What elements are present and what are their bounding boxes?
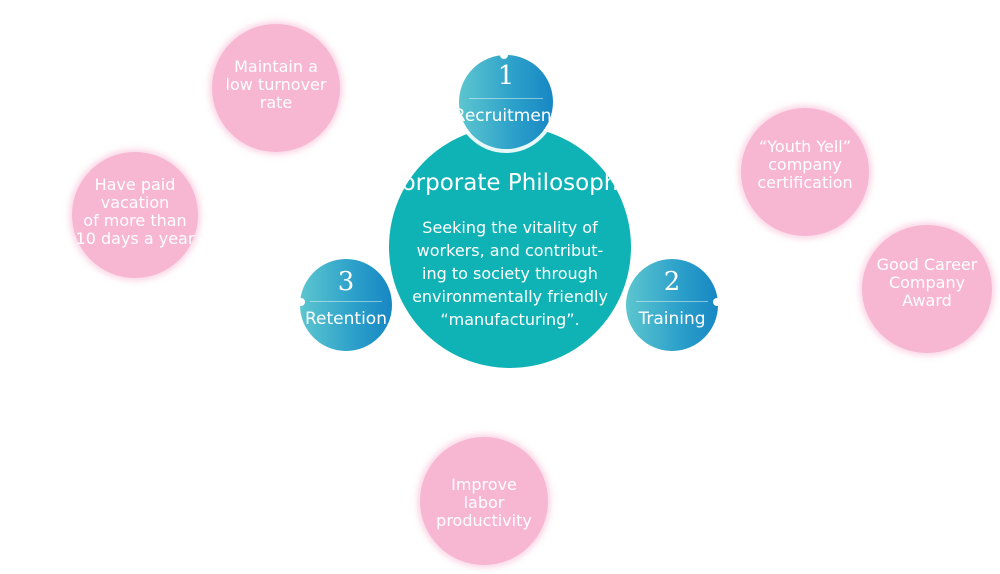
step-recruitment-label: Recruitment [453,106,559,126]
step-retention: 3 Retention [300,259,392,351]
goal-good-career: Good Career Company Award [862,225,992,353]
step-retention-number: 3 [337,267,355,297]
goal-youth-yell-text: “Youth Yell” company certification [757,137,853,192]
goal-youth-yell: “Youth Yell” company certification [741,108,869,236]
goal-labor-productivity-text: Improve labor productivity [436,475,532,530]
goal-paid-vacation: Have paid vacation of more than 10 days … [72,152,198,278]
corporate-philosophy-title: orporate Philosoph [401,170,619,196]
step-training: 2 Training [626,259,718,351]
step-training-number: 2 [663,267,681,297]
goal-low-turnover: Maintain a low turnover rate [212,24,340,152]
step-divider [469,98,543,99]
goal-low-turnover-text: Maintain a low turnover rate [225,57,327,112]
step-divider [636,301,708,302]
step-recruitment-number: 1 [497,61,515,91]
connector-dot [713,298,721,306]
goal-paid-vacation-text: Have paid vacation of more than 10 days … [75,175,195,248]
step-training-label: Training [638,309,706,329]
goal-good-career-text: Good Career Company Award [876,255,978,310]
connector-dot [500,51,508,59]
corporate-philosophy-text: Seeking the vitality of workers, and con… [412,218,608,329]
step-retention-label: Retention [305,309,387,329]
goal-labor-productivity: Improve labor productivity [420,437,548,565]
step-divider [310,301,382,302]
corporate-philosophy-circle: orporate Philosoph Seeking the vitality … [389,126,631,368]
connector-dot [297,298,305,306]
step-recruitment: 1 Recruitment [454,55,558,149]
